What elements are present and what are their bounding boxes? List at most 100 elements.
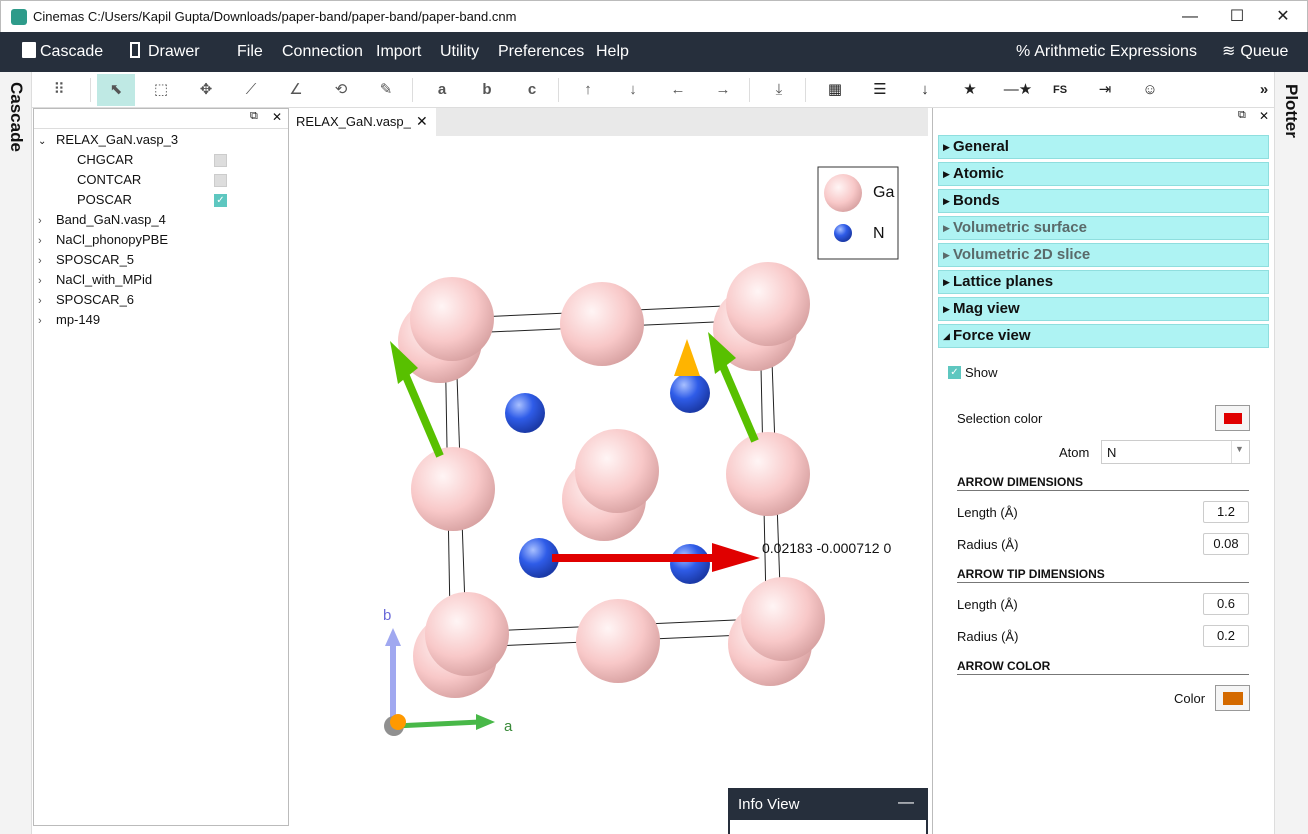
- menu-help[interactable]: Help: [596, 43, 629, 60]
- atom-select-value: N: [1107, 445, 1117, 460]
- tree-item[interactable]: ›mp-149: [38, 310, 100, 330]
- tip-length-input[interactable]: 0.6: [1203, 593, 1249, 615]
- tree-item-label: SPOSCAR_5: [56, 252, 135, 267]
- chevron-right-icon: ›: [38, 215, 42, 227]
- minimize-button[interactable]: —: [1182, 8, 1198, 25]
- float-panel-icon[interactable]: ⧉: [1238, 109, 1246, 121]
- section-lattice-planes[interactable]: ▶Lattice planes: [938, 270, 1269, 294]
- angle-tool-icon[interactable]: ∠: [289, 81, 303, 98]
- document-tab[interactable]: RELAX_GaN.vasp_: [290, 108, 436, 136]
- grid-dots-icon[interactable]: ⠿: [53, 81, 65, 98]
- tip-radius-label: Radius (Å): [957, 629, 1019, 644]
- tree-child-item[interactable]: CHGCAR: [77, 150, 287, 170]
- robot-icon[interactable]: ☺: [1142, 81, 1158, 98]
- info-view-title: Info View: [738, 796, 800, 813]
- tree-root-label: RELAX_GaN.vasp_3: [56, 132, 179, 147]
- tree-item-label: NaCl_phonopyPBE: [56, 232, 169, 247]
- arrow-right-icon[interactable]: →: [715, 81, 731, 98]
- grid-icon[interactable]: ▦: [827, 81, 843, 98]
- show-checkbox[interactable]: ✓: [948, 366, 961, 379]
- tree-item[interactable]: ›NaCl_phonopyPBE: [38, 230, 168, 250]
- tree-item[interactable]: › Band_GaN.vasp_4: [38, 210, 166, 230]
- arithmetic-expressions-button[interactable]: %Arithmetic Expressions: [1016, 32, 1197, 72]
- section-volumetric-2d-slice[interactable]: ▶Volumetric 2D slice: [938, 243, 1269, 267]
- menu-file[interactable]: File: [237, 43, 263, 60]
- section-atomic[interactable]: ▶Atomic: [938, 162, 1269, 186]
- plotter-side-strip[interactable]: Plotter: [1274, 72, 1308, 834]
- orange-force-cone: [674, 339, 700, 376]
- visibility-checkbox[interactable]: [214, 154, 227, 167]
- section-volumetric-surface[interactable]: ▶Volumetric surface: [938, 216, 1269, 240]
- chevron-down-icon: ▼: [1235, 444, 1244, 454]
- float-panel-icon[interactable]: ⧉: [250, 110, 258, 122]
- arrow-color-swatch[interactable]: [1215, 685, 1250, 711]
- cascade-side-strip[interactable]: Cascade: [0, 72, 32, 834]
- radius-input[interactable]: 0.08: [1203, 533, 1249, 555]
- menu-connection[interactable]: Connection: [282, 43, 363, 60]
- list-icon[interactable]: ☰: [873, 81, 887, 98]
- rotate-select-icon[interactable]: ⟲: [334, 81, 348, 98]
- toolbar-separator: [749, 78, 750, 102]
- crystal-render[interactable]: 0.02183 -0.000712 0 b a Ga N: [290, 136, 930, 826]
- section-bonds[interactable]: ▶Bonds: [938, 189, 1269, 213]
- section-general[interactable]: ▶General: [938, 135, 1269, 159]
- tree-child-label: CHGCAR: [77, 152, 134, 167]
- close-window-button[interactable]: ✕: [1276, 8, 1290, 25]
- tree-item[interactable]: ›SPOSCAR_5: [38, 250, 134, 270]
- bond-tool-icon[interactable]: ⟋: [245, 81, 257, 98]
- close-panel-icon[interactable]: ✕: [1259, 109, 1270, 123]
- layers-icon: ≋: [1222, 43, 1236, 60]
- view-b-button[interactable]: b: [482, 81, 492, 98]
- select-cursor-icon[interactable]: ⬉: [97, 74, 135, 106]
- drawer-icon: [130, 42, 140, 58]
- selection-color-swatch[interactable]: [1215, 405, 1250, 431]
- move-icon[interactable]: ✥: [199, 81, 213, 98]
- length-label: Length (Å): [957, 505, 1018, 520]
- star-icon[interactable]: ★: [963, 81, 977, 98]
- tree-root-item[interactable]: ⌄ RELAX_GaN.vasp_3: [38, 130, 178, 150]
- export-icon[interactable]: ⇥: [1098, 81, 1112, 98]
- section-force-view[interactable]: ◢Force view: [938, 324, 1269, 348]
- collapse-icon[interactable]: —: [898, 794, 914, 811]
- section-mag-view[interactable]: ▶Mag view: [938, 297, 1269, 321]
- arrow-up-icon[interactable]: ↑: [584, 81, 592, 98]
- tree-child-item[interactable]: POSCAR ✓: [77, 190, 287, 210]
- download-icon[interactable]: ⤓: [775, 81, 783, 98]
- maximize-button[interactable]: ☐: [1229, 8, 1245, 25]
- drawer-label: Drawer: [148, 43, 200, 60]
- toolbar-separator: [558, 78, 559, 102]
- drawer-tab[interactable]: Drawer: [130, 32, 200, 72]
- chevron-down-icon: ⌄: [38, 136, 47, 147]
- tree-item-label: Band_GaN.vasp_4: [56, 212, 166, 227]
- tip-radius-input[interactable]: 0.2: [1203, 625, 1249, 647]
- atom-label: Atom: [1059, 445, 1090, 460]
- close-panel-icon[interactable]: ✕: [272, 110, 283, 124]
- arrow-down-bold-icon[interactable]: ↓: [921, 81, 929, 98]
- arrow-down-icon[interactable]: ↓: [629, 81, 637, 98]
- tree-child-item[interactable]: CONTCAR: [77, 170, 287, 190]
- cascade-tab[interactable]: Cascade: [22, 32, 103, 72]
- menu-utility[interactable]: Utility: [440, 43, 480, 60]
- atom-select[interactable]: N ▼: [1101, 440, 1250, 464]
- star-arrow-icon[interactable]: —★: [1003, 81, 1033, 98]
- length-input[interactable]: 1.2: [1203, 501, 1249, 523]
- close-tab-icon[interactable]: ✕: [416, 113, 428, 129]
- view-c-button[interactable]: c: [527, 81, 537, 98]
- show-label: Show: [965, 365, 998, 380]
- triangle-right-icon: ▶: [943, 223, 950, 233]
- arrow-left-icon[interactable]: ←: [670, 81, 686, 98]
- queue-button[interactable]: ≋Queue: [1222, 32, 1288, 72]
- visibility-checkbox[interactable]: [214, 174, 227, 187]
- box-select-icon[interactable]: ⬚: [153, 81, 169, 98]
- tree-item[interactable]: ›SPOSCAR_6: [38, 290, 134, 310]
- toolbar-overflow-button[interactable]: »: [1259, 81, 1269, 98]
- pencil-icon[interactable]: ✎: [379, 81, 393, 98]
- chevron-right-icon: ›: [38, 315, 42, 327]
- tree-item[interactable]: ›NaCl_with_MPid: [38, 270, 152, 290]
- menu-import[interactable]: Import: [376, 43, 422, 60]
- menu-preferences[interactable]: Preferences: [498, 43, 585, 60]
- percent-icon: %: [1016, 43, 1031, 60]
- view-a-button[interactable]: a: [437, 81, 447, 98]
- fs-button[interactable]: FS: [1052, 84, 1068, 96]
- visibility-checkbox-checked[interactable]: ✓: [214, 194, 227, 207]
